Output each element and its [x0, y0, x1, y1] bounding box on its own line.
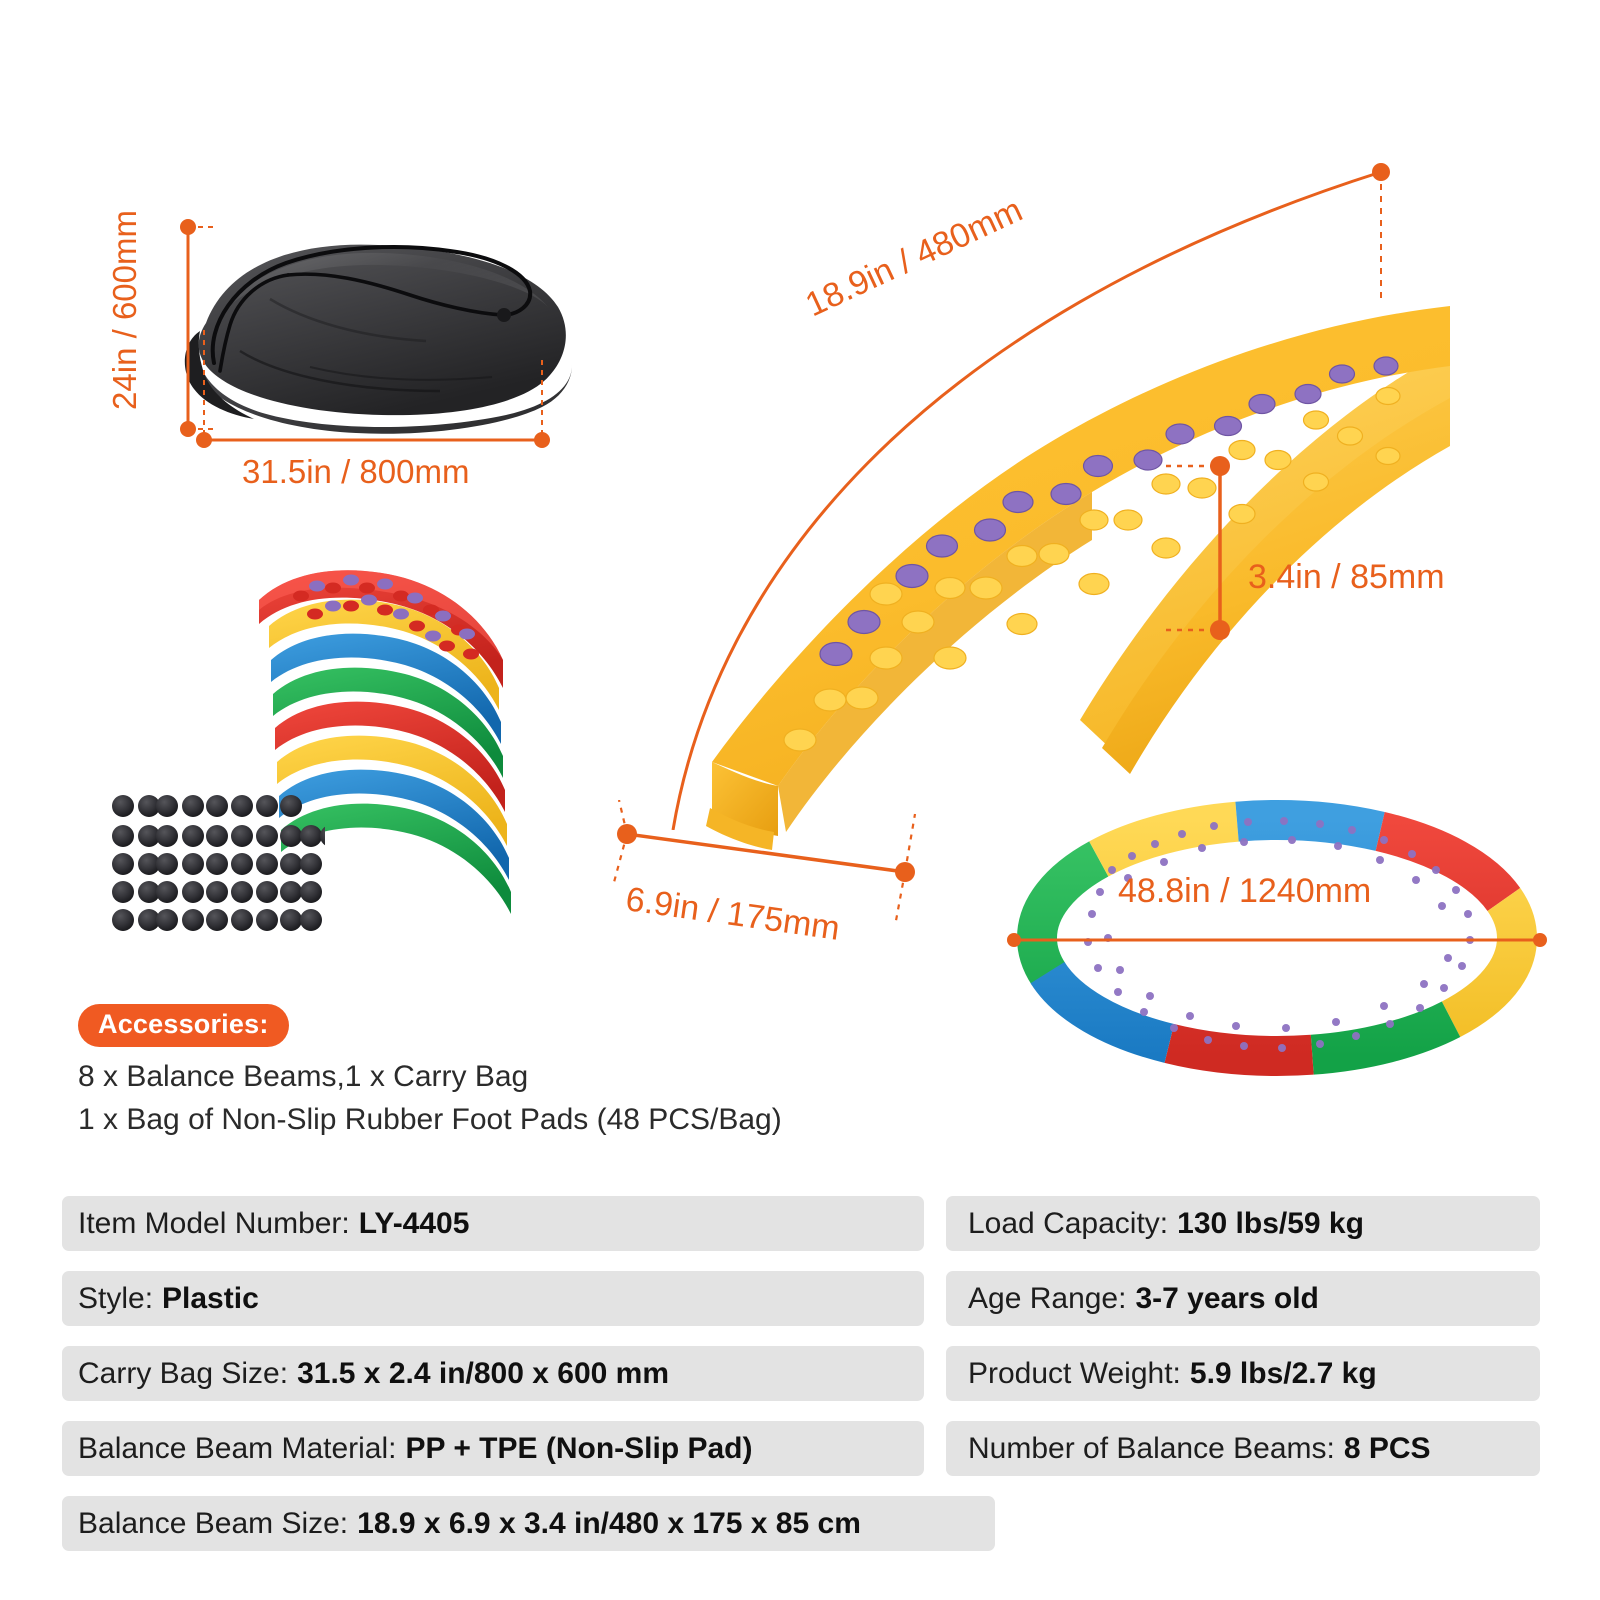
spec-row-balance-beam-size: Balance Beam Size: 18.9 x 6.9 x 3.4 in/4… [62, 1496, 995, 1551]
spec-label: Balance Beam Material: [78, 1431, 397, 1465]
spec-label: Product Weight: [968, 1356, 1181, 1390]
spec-label: Load Capacity: [968, 1206, 1169, 1240]
circle-diameter-label: 48.8in / 1240mm [1118, 872, 1372, 910]
main-balance-beam-illustration [706, 306, 1450, 850]
spec-value: 18.9 x 6.9 x 3.4 in/480 x 175 x 85 cm [357, 1506, 861, 1540]
drawstring-cord [210, 245, 533, 365]
beam-width-measure [611, 800, 917, 927]
rubber-foot-pads-grid [112, 795, 325, 931]
bag-width-label: 31.5in / 800mm [242, 453, 470, 490]
spec-row-product-weight: Product Weight: 5.9 lbs/2.7 kg [946, 1346, 1540, 1401]
beam-rib [1102, 398, 1450, 774]
spec-label: Carry Bag Size: [78, 1356, 289, 1390]
spec-label: Item Model Number: [78, 1206, 350, 1240]
spec-row-load-capacity: Load Capacity: 130 lbs/59 kg [946, 1196, 1540, 1251]
bag-corner [184, 331, 254, 419]
spec-label: Style: [78, 1281, 154, 1315]
accessories-section: Accessories: 8 x Balance Beams,1 x Carry… [78, 1004, 938, 1140]
ring-segments [1017, 800, 1537, 1076]
bag-height-measure [180, 219, 216, 437]
spec-value: PP + TPE (Non-Slip Pad) [405, 1431, 753, 1465]
spec-value: Plastic [162, 1281, 259, 1315]
spec-row-number-of-balance-beams: Number of Balance Beams: 8 PCS [946, 1421, 1540, 1476]
bag-width-leaders [203, 330, 543, 434]
cord-toggle [497, 308, 511, 322]
bag-crease [239, 349, 441, 393]
drawstring-cord [218, 273, 290, 373]
pad-rows [112, 795, 325, 931]
spec-value: 8 PCS [1343, 1431, 1431, 1465]
spec-row-carry-bag-size: Carry Bag Size: 31.5 x 2.4 in/800 x 600 … [62, 1346, 924, 1401]
bag-height-label: 24in / 600mm [106, 210, 143, 410]
accessories-line-2: 1 x Bag of Non-Slip Rubber Foot Pads (48… [78, 1103, 782, 1136]
bag-crease [309, 366, 493, 381]
beam-arc-measure [671, 163, 1390, 830]
spec-column-right: Load Capacity: 130 lbs/59 kg Age Range: … [946, 1196, 1540, 1476]
spec-value: 5.9 lbs/2.7 kg [1189, 1356, 1377, 1390]
bag-width-measure [196, 432, 550, 448]
accessories-line-1: 8 x Balance Beams,1 x Carry Bag [78, 1060, 529, 1093]
bag-highlight [220, 252, 548, 315]
circle-arrangement-illustration [1017, 800, 1537, 1079]
spec-columns: Item Model Number: LY-4405 Style: Plasti… [62, 1196, 1540, 1476]
spec-row-item-model-number: Item Model Number: LY-4405 [62, 1196, 924, 1251]
spec-value: 31.5 x 2.4 in/800 x 600 mm [297, 1356, 670, 1390]
accessories-badge: Accessories: [78, 1004, 289, 1047]
specifications-table: Item Model Number: LY-4405 Style: Plasti… [62, 1196, 1540, 1551]
beam-height-leaders [1166, 464, 1220, 632]
beam-studs [783, 356, 1401, 752]
beam-height-label: 3.4in / 85mm [1248, 558, 1445, 596]
spec-row-style: Style: Plastic [62, 1271, 924, 1326]
purple-studs [309, 574, 475, 642]
bag-crease [269, 297, 427, 343]
spec-value: 3-7 years old [1135, 1281, 1319, 1315]
top-beam-red [259, 570, 503, 688]
spec-label: Balance Beam Size: [78, 1506, 349, 1540]
drawstring-cord [286, 272, 504, 317]
spec-value: LY-4405 [358, 1206, 470, 1240]
spec-value: 130 lbs/59 kg [1177, 1206, 1364, 1240]
spec-label: Age Range: [968, 1281, 1127, 1315]
beam-connector-tab [706, 808, 774, 850]
spec-row-balance-beam-material: Balance Beam Material: PP + TPE (Non-Sli… [62, 1421, 924, 1476]
spec-column-left: Item Model Number: LY-4405 Style: Plasti… [62, 1196, 924, 1476]
circle-diameter-measure [1007, 933, 1547, 947]
spec-label: Number of Balance Beams: [968, 1431, 1335, 1465]
stacked-beams-illustration [259, 570, 511, 914]
ring-studs [1084, 817, 1474, 1052]
spec-row-age-range: Age Range: 3-7 years old [946, 1271, 1540, 1326]
beam-height-measure [1210, 456, 1230, 640]
beam-front-wall [778, 492, 1092, 832]
carry-bag-illustration [184, 244, 572, 434]
